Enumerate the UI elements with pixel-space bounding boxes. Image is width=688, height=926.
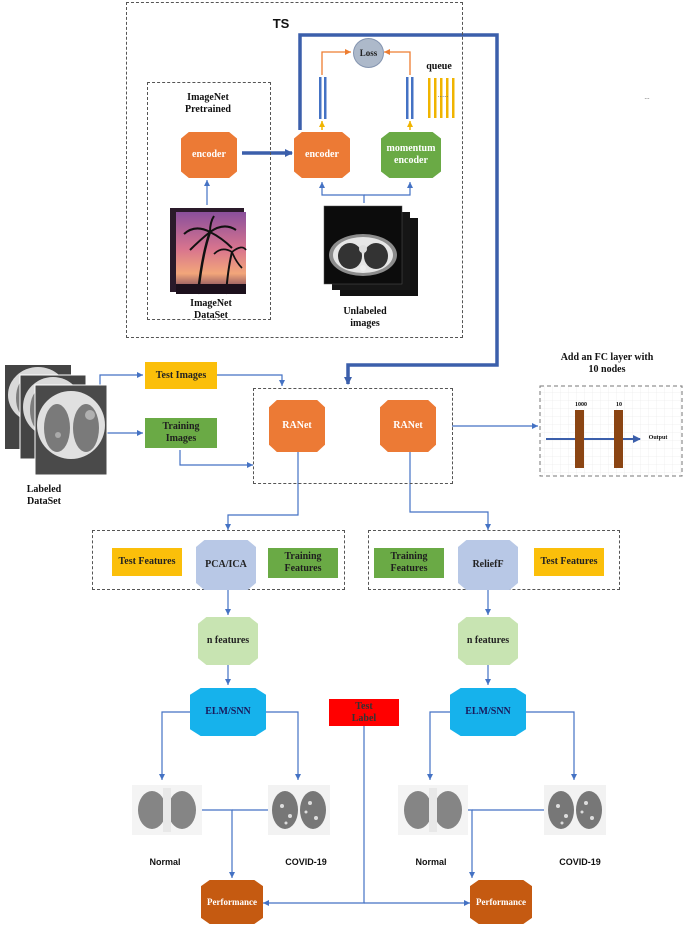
- dataset-connectors: [99, 372, 538, 468]
- performance-left-node: Performance: [201, 880, 263, 924]
- unlabeled-images-label: Unlabeled images: [343, 306, 387, 329]
- imagenet-sample-image: [170, 208, 247, 295]
- n-features-left-node: n features: [198, 617, 258, 665]
- test-label-node: Test Label: [329, 699, 399, 726]
- queue-label: queue: [426, 61, 452, 72]
- fc-output-label: Output: [648, 435, 668, 441]
- imagenet-pretrained-label: ImageNet Pretrained: [185, 92, 231, 115]
- fc-layer-title: Add an FC layer with 10 nodes: [560, 352, 654, 375]
- relieff-node: ReliefF: [458, 540, 518, 590]
- right-training-features-node: Training Features: [374, 548, 444, 578]
- labeled-dataset-label: Labeled DataSet: [26, 484, 62, 507]
- encoder-connectors: [204, 180, 413, 205]
- ts-output-connector: [242, 33, 499, 385]
- right-test-features-node: Test Features: [534, 548, 604, 576]
- ranet-right-node: RANet: [380, 400, 436, 452]
- encoder-node: encoder: [294, 132, 350, 178]
- left-training-features-node: Training Features: [268, 548, 338, 578]
- xray-covid-right: [544, 785, 606, 835]
- ts-title: TS: [272, 16, 290, 31]
- normal-left-label: Normal: [149, 857, 181, 867]
- outcome-connectors: [159, 711, 577, 906]
- momentum-encoder-node: momentum encoder: [381, 132, 441, 178]
- xray-normal-left: [132, 785, 202, 835]
- ranet-group: [253, 388, 453, 484]
- n-features-right-node: n features: [458, 617, 518, 665]
- labeled-ct-stack: [5, 365, 108, 476]
- fc-1000-label: 1000: [575, 402, 587, 408]
- elm-snn-left-node: ELM/SNN: [190, 688, 266, 736]
- covid-right-label: COVID-19: [559, 857, 601, 867]
- training-images-node: Training Images: [145, 418, 217, 448]
- encoder-pretrained-node: encoder: [181, 132, 237, 178]
- performance-right-node: Performance: [470, 880, 532, 924]
- xray-normal-right: [398, 785, 468, 835]
- unlabeled-ct-stack: [323, 205, 418, 296]
- elm-snn-right-node: ELM/SNN: [450, 688, 526, 736]
- covid-left-label: COVID-19: [285, 857, 327, 867]
- imagenet-dataset-label: ImageNet DataSet: [190, 298, 232, 321]
- fc-10-label: 10: [616, 402, 622, 408]
- ts-group: [126, 2, 463, 338]
- contrastive-features: [319, 49, 455, 130]
- test-images-node: Test Images: [145, 362, 217, 389]
- imagenet-group: [147, 82, 271, 320]
- left-test-features-node: Test Features: [112, 548, 182, 576]
- fc-layer-plot: [539, 385, 683, 477]
- xray-covid-left: [268, 785, 330, 835]
- continuation-dots: ...: [644, 93, 650, 101]
- queue-dots: ......: [437, 91, 449, 99]
- pca-ica-node: PCA/ICA: [196, 540, 256, 590]
- ranet-left-node: RANet: [269, 400, 325, 452]
- feature-connectors: [225, 452, 491, 685]
- normal-right-label: Normal: [415, 857, 447, 867]
- loss-node: Loss: [353, 38, 384, 68]
